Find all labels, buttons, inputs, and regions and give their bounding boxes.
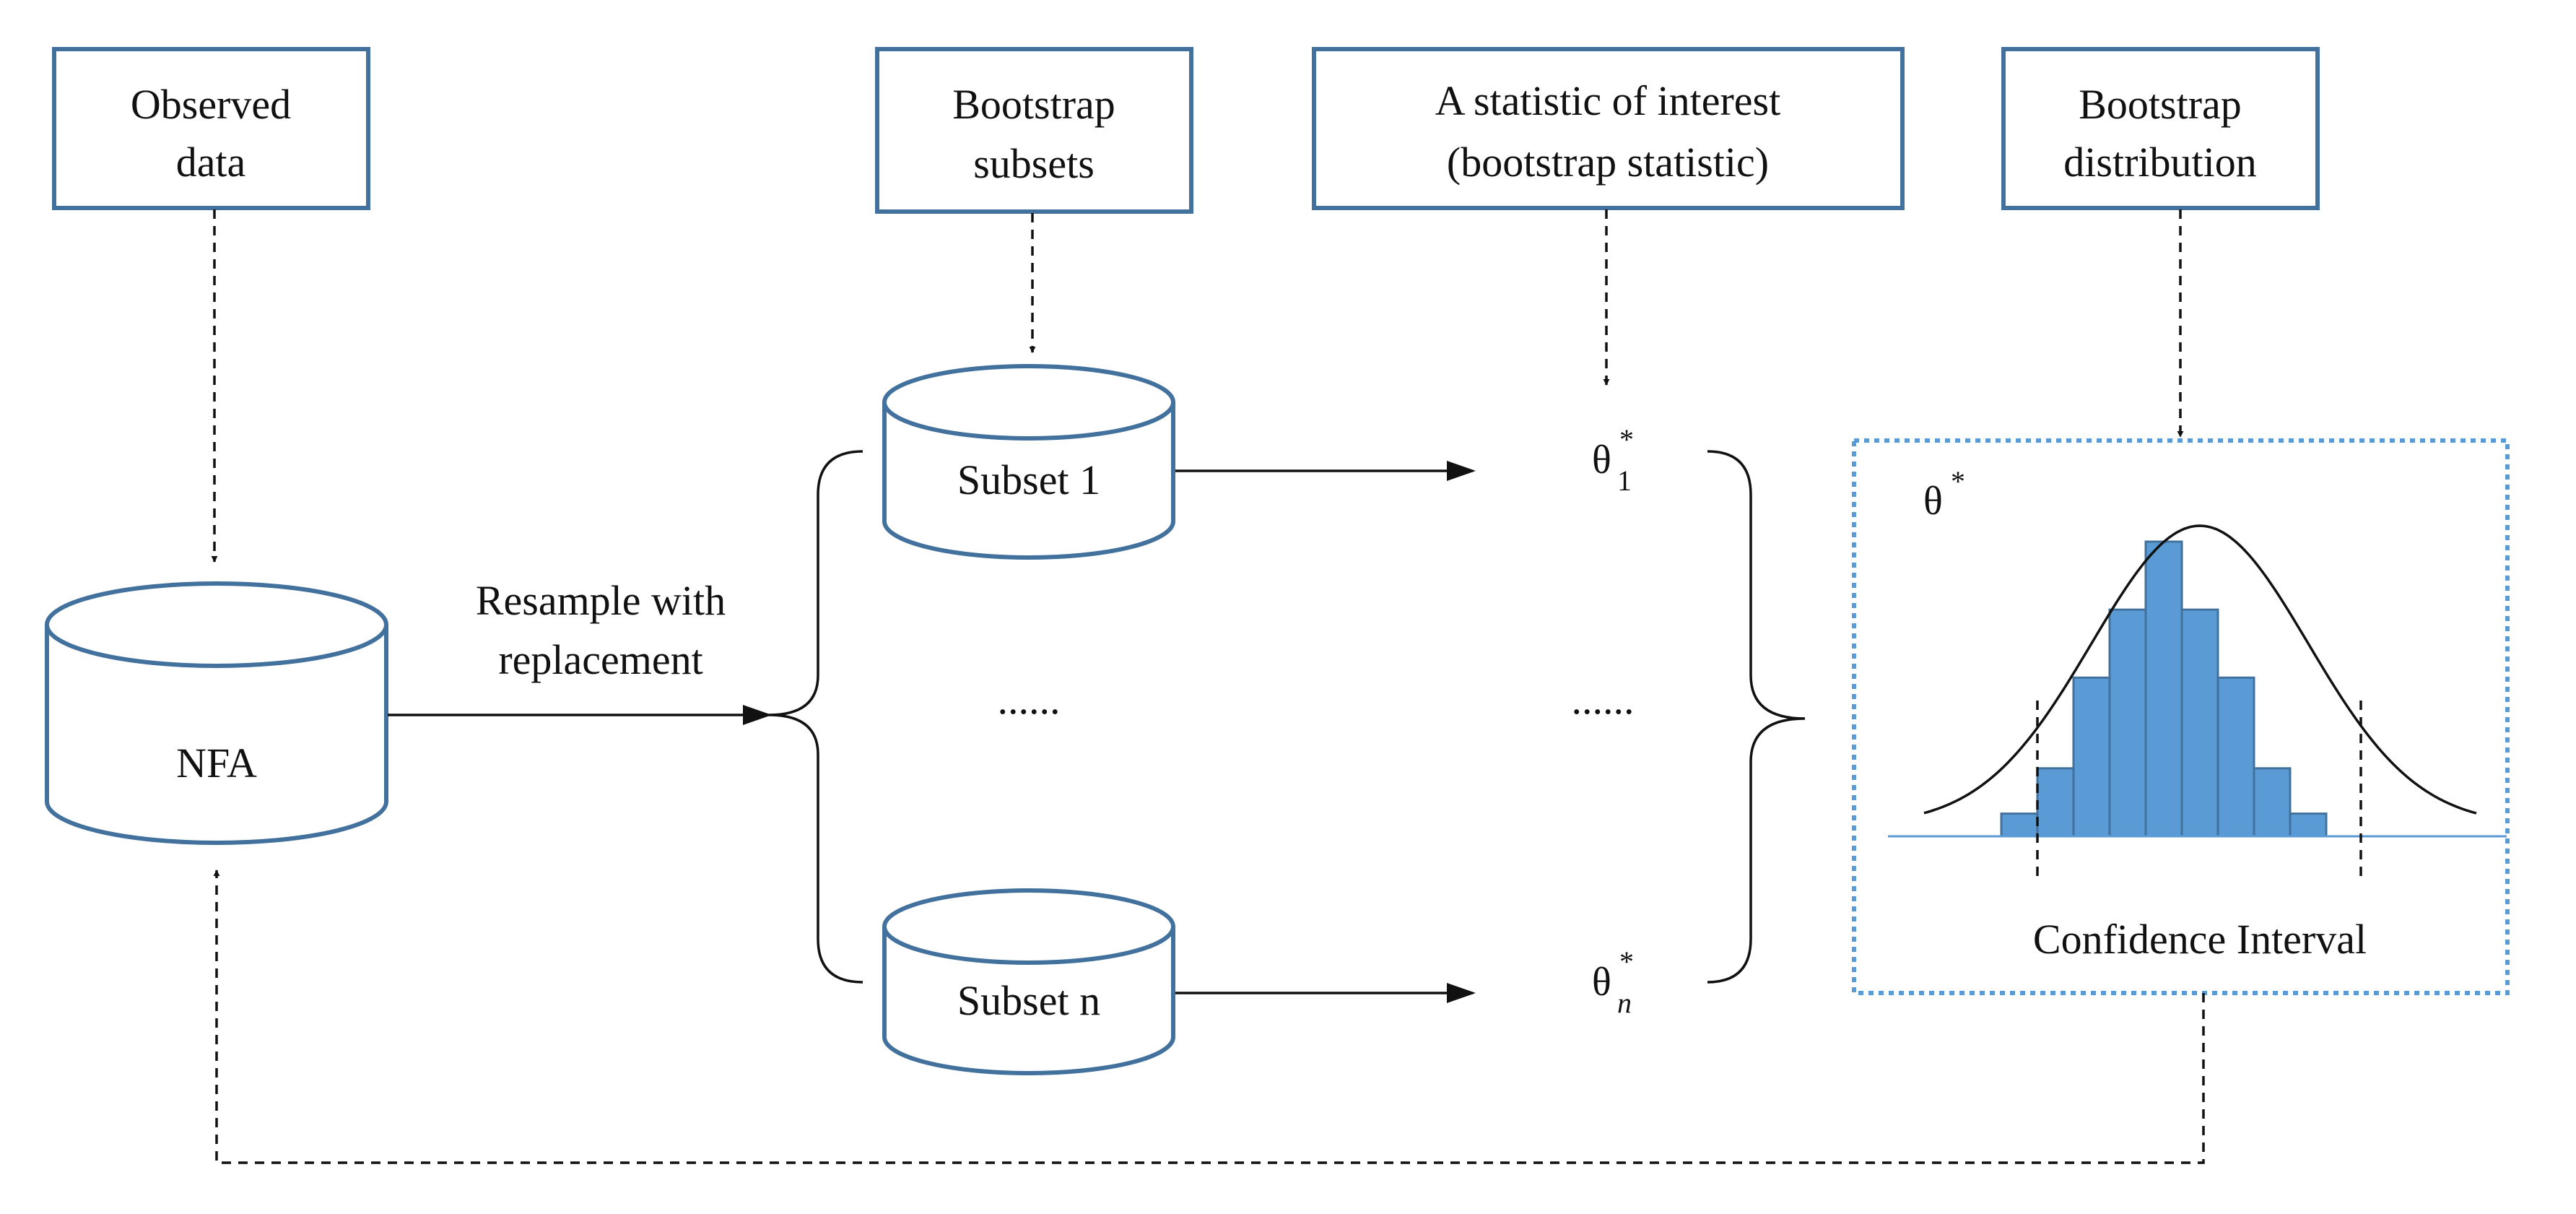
histogram-bar (2180, 608, 2219, 838)
statistic-of-interest-box: A statistic of interest (bootstrap stati… (1312, 47, 1905, 210)
normal-curve (1923, 524, 2477, 815)
subsets-brace (768, 450, 863, 984)
observed-data-line1: Observed (131, 81, 291, 128)
histogram (2000, 540, 2328, 838)
nfa-database-icon: NFA (45, 581, 388, 845)
bootstrap-subsets-box: Bootstrap subsets (875, 47, 1193, 214)
panel-theta-symbol: θ (1923, 479, 1943, 524)
histogram-bar (2289, 812, 2328, 838)
confidence-interval-label: Confidence Interval (2033, 916, 2367, 963)
bootstrap-subsets-line1: Bootstrap (952, 81, 1115, 128)
statistic-line1: A statistic of interest (1435, 77, 1780, 124)
theta-symbol: θ (1592, 960, 1611, 1005)
observed-data-line2: data (176, 139, 246, 186)
theta-star-n: θ * n (1592, 945, 1634, 1019)
theta-index: n (1617, 987, 1632, 1019)
histogram-bar (2216, 676, 2255, 838)
feedback-loop-arrow (213, 870, 2205, 1164)
statistic-line2: (bootstrap statistic) (1447, 139, 1769, 186)
distribution-panel: θ * Confidence Interval (1852, 438, 2510, 995)
histogram-bar (2072, 676, 2111, 838)
theta-index: 1 (1617, 464, 1632, 497)
theta-ellipsis: ...... (1572, 676, 1635, 723)
subset-n-database-icon: Subset n (882, 888, 1175, 1075)
theta-star: * (1619, 423, 1634, 456)
subset-1-label: Subset 1 (957, 456, 1100, 503)
panel-theta-star: * (1951, 465, 1965, 498)
nfa-label: NFA (176, 740, 257, 786)
bootstrap-distribution-line2: distribution (2063, 139, 2256, 186)
subsets-ellipsis: ...... (998, 676, 1061, 723)
resample-label-line2: replacement (498, 636, 702, 683)
histogram-bar (2036, 767, 2075, 838)
bootstrap-distribution-box: Bootstrap distribution (2001, 47, 2320, 210)
observed-data-box: Observed data (52, 47, 370, 210)
histogram-bar (2253, 767, 2292, 838)
theta-star: * (1619, 945, 1634, 978)
bootstrap-distribution-line1: Bootstrap (2079, 81, 2242, 128)
subset-n-label: Subset n (957, 977, 1100, 1024)
theta-symbol: θ (1592, 438, 1611, 482)
resample-label-line1: Resample with (476, 577, 726, 624)
histogram-bar (2000, 812, 2039, 838)
histogram-bar (2108, 608, 2147, 838)
thetas-brace (1707, 450, 1806, 984)
theta-star-1: θ * 1 (1592, 423, 1634, 497)
bootstrap-subsets-line2: subsets (973, 140, 1095, 187)
subset-1-database-icon: Subset 1 (882, 364, 1175, 560)
histogram-bar (2144, 540, 2183, 838)
